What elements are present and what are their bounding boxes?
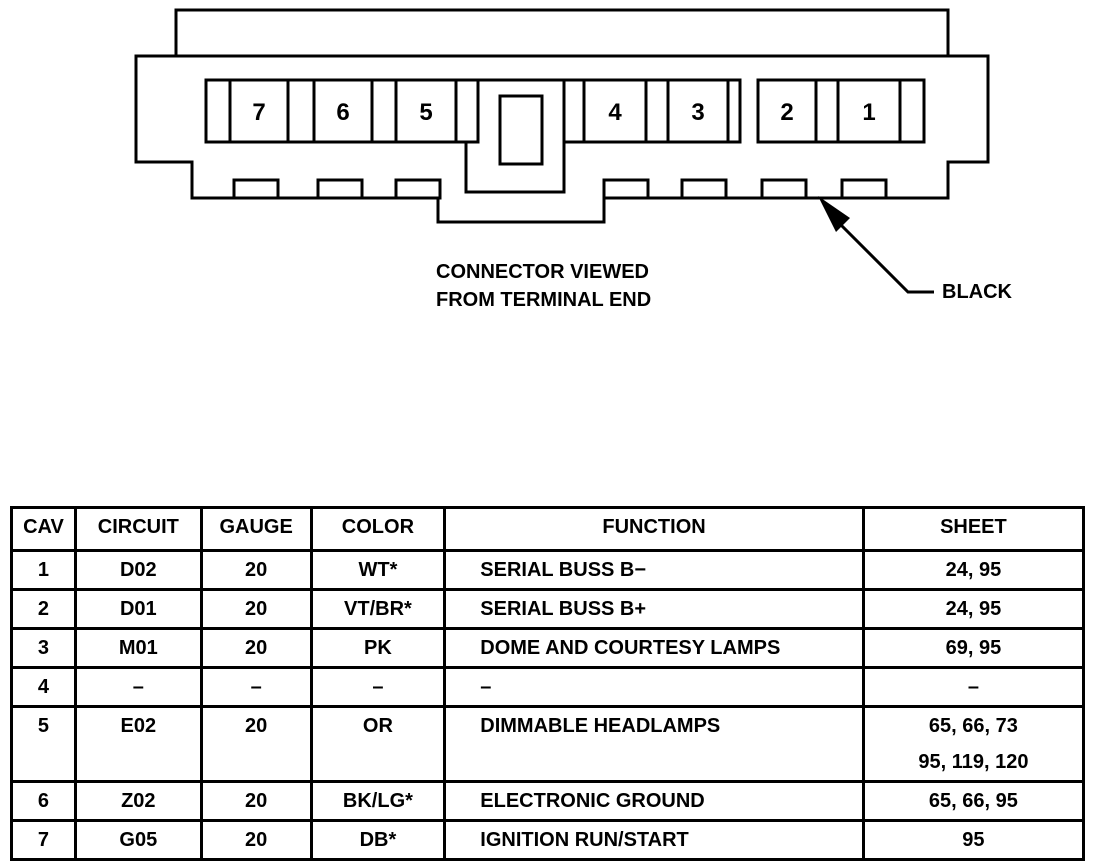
header-cav: CAV [10, 506, 77, 552]
cell-sheet: 95 [861, 819, 1086, 861]
cell-cav: 6 [10, 780, 77, 822]
latch-tab [760, 178, 808, 200]
cavity-label-1: 1 [862, 99, 875, 126]
cell-cav: 3 [10, 627, 77, 669]
cell-cav: 4 [10, 666, 77, 708]
cell-color: OR [309, 705, 447, 783]
latch-tab [232, 178, 280, 200]
cell-color: PK [309, 627, 447, 669]
cell-sheet: – [861, 666, 1086, 708]
cell-sheet: 24, 95 [861, 549, 1086, 591]
latch-tab [680, 178, 728, 200]
cell-sheet: 24, 95 [861, 588, 1086, 630]
cell-gauge: 20 [199, 627, 313, 669]
header-color: COLOR [309, 506, 447, 552]
cell-cav: 5 [10, 705, 77, 783]
table-row: 5 E02 20 OR DIMMABLE HEADLAMPS 65, 66, 7… [10, 705, 1086, 783]
cell-function: ELECTRONIC GROUND [443, 780, 865, 822]
pinout-table: CAV CIRCUIT GAUGE COLOR FUNCTION SHEET 1… [10, 506, 1086, 861]
header-circuit: CIRCUIT [73, 506, 203, 552]
color-callout-label: BLACK [942, 281, 1013, 303]
table-header-row: CAV CIRCUIT GAUGE COLOR FUNCTION SHEET [10, 506, 1086, 552]
cell-function: DOME AND COURTESY LAMPS [443, 627, 865, 669]
cell-sheet: 69, 95 [861, 627, 1086, 669]
cell-color: DB* [309, 819, 447, 861]
cell-circuit: D01 [73, 588, 203, 630]
cavity-label-7: 7 [252, 99, 265, 126]
sheet-line: 95, 119, 120 [918, 751, 1029, 773]
table-row: 3 M01 20 PK DOME AND COURTESY LAMPS 69, … [10, 627, 1086, 669]
cell-gauge: 20 [199, 780, 313, 822]
table-row: 6 Z02 20 BK/LG* ELECTRONIC GROUND 65, 66… [10, 780, 1086, 822]
cell-function: SERIAL BUSS B− [443, 549, 865, 591]
cell-circuit: G05 [73, 819, 203, 861]
header-gauge: GAUGE [199, 506, 313, 552]
cell-circuit: D02 [73, 549, 203, 591]
cell-sheet: 65, 66, 95 [861, 780, 1086, 822]
connector-top-housing [174, 8, 950, 56]
sheet-line: 65, 66, 73 [928, 715, 1018, 737]
cavity-label-3: 3 [691, 99, 704, 126]
terminal-block-middle [562, 78, 742, 144]
cell-gauge: – [199, 666, 313, 708]
cell-circuit: E02 [73, 705, 203, 783]
cell-circuit: Z02 [73, 780, 203, 822]
callout-leader-line [826, 210, 934, 294]
cell-circuit: – [73, 666, 203, 708]
cell-color: BK/LG* [309, 780, 447, 822]
cell-gauge: 20 [199, 705, 313, 783]
cell-color: VT/BR* [309, 588, 447, 630]
cell-gauge: 20 [199, 588, 313, 630]
table-row: 1 D02 20 WT* SERIAL BUSS B− 24, 95 [10, 549, 1086, 591]
cell-color: WT* [309, 549, 447, 591]
cell-function: – [443, 666, 865, 708]
cavity-label-4: 4 [608, 99, 622, 126]
table-row: 4 – – – – – [10, 666, 1086, 708]
table-row: 7 G05 20 DB* IGNITION RUN/START 95 [10, 819, 1086, 861]
cell-cav: 2 [10, 588, 77, 630]
header-function: FUNCTION [443, 506, 865, 552]
cell-sheet: 65, 66, 73 95, 119, 120 [861, 705, 1086, 783]
cell-cav: 1 [10, 549, 77, 591]
center-key [498, 94, 544, 166]
terminal-block-right [756, 78, 926, 144]
cell-gauge: 20 [199, 549, 313, 591]
cell-cav: 7 [10, 819, 77, 861]
cell-circuit: M01 [73, 627, 203, 669]
cavity-label-2: 2 [780, 99, 793, 126]
view-caption-line1: CONNECTOR VIEWED [436, 261, 649, 283]
latch-tab [394, 178, 442, 200]
connector-diagram: 7 6 5 4 3 2 1 CONNECTOR VIEWED FROM TERM… [134, 8, 1013, 311]
cell-function: DIMMABLE HEADLAMPS [443, 705, 865, 783]
cell-function: SERIAL BUSS B+ [443, 588, 865, 630]
latch-tab [602, 178, 650, 200]
header-sheet: SHEET [861, 506, 1086, 552]
cavity-label-5: 5 [419, 99, 432, 126]
table-row: 2 D01 20 VT/BR* SERIAL BUSS B+ 24, 95 [10, 588, 1086, 630]
connector-body-outline [134, 54, 990, 224]
view-caption-line2: FROM TERMINAL END [436, 289, 651, 311]
callout-arrowhead [818, 196, 850, 232]
latch-tab [840, 178, 888, 200]
latch-tab [316, 178, 364, 200]
cell-gauge: 20 [199, 819, 313, 861]
cavity-label-6: 6 [336, 99, 349, 126]
cell-function: IGNITION RUN/START [443, 819, 865, 861]
cell-color: – [309, 666, 447, 708]
